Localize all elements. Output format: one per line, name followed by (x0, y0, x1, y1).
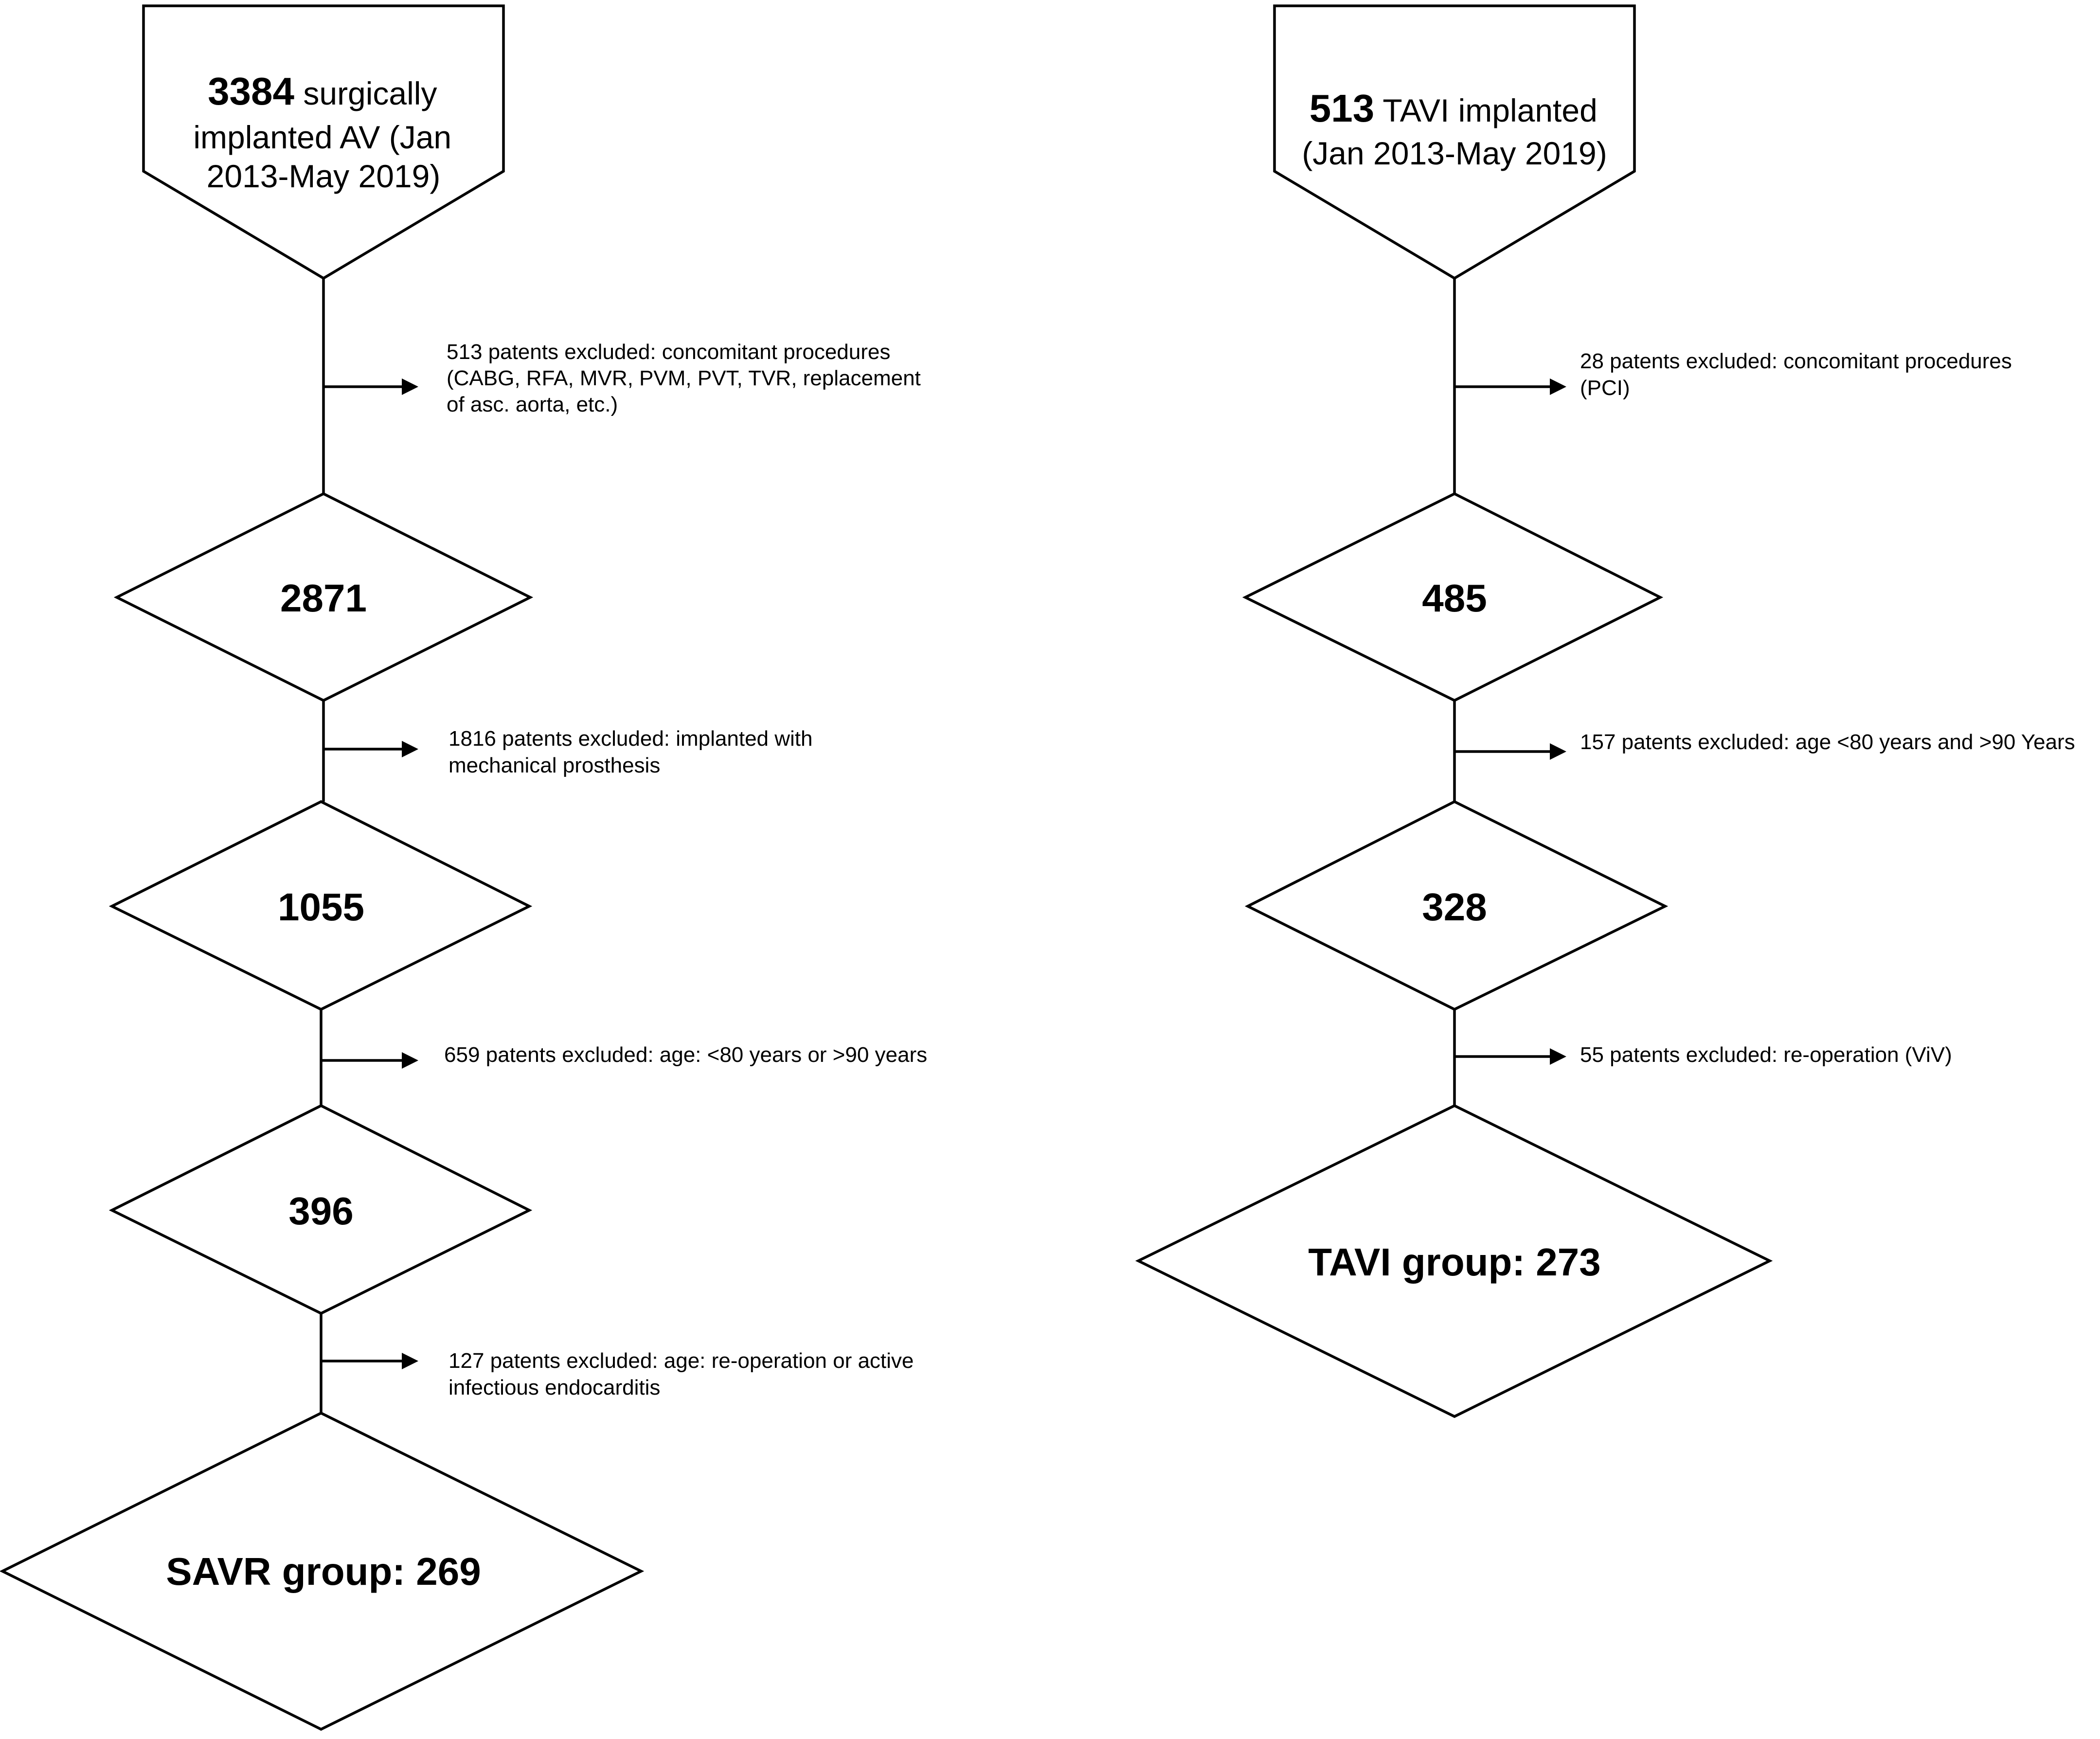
left-start-box (142, 4, 505, 280)
left-exclusion-4: 127 patents excluded: age: re-operation … (449, 1349, 920, 1399)
left-exclusion-2-line-1: 1816 patents excluded: implanted with (449, 727, 813, 751)
left-exclusion-2-arrowhead (402, 741, 418, 757)
right-exclusion-2-arrowhead (1550, 743, 1566, 760)
right-exclusion-1-line-1: 28 patents excluded: concomitant procedu… (1580, 349, 2012, 373)
left-start-label: 3384 surgically implanted AV (Jan 2013-M… (193, 70, 453, 194)
left-exclusion-4-line-1: 127 patents excluded: age: re-operation … (449, 1349, 914, 1373)
left-node-1-count: 2871 (280, 576, 367, 620)
right-start-line-2: (Jan 2013-May 2019) (1302, 135, 1607, 171)
left-exclusion-4-line-2: infectious endocarditis (449, 1376, 660, 1399)
left-exclusion-1: 513 patents excluded: concomitant proced… (447, 340, 927, 416)
left-start-line-3: 2013-May 2019) (207, 158, 441, 194)
right-exclusion-3: 55 patents excluded: re-operation (ViV) (1580, 1043, 1952, 1067)
left-start-line-1: surgically (294, 75, 437, 111)
right-start-label: 513 TAVI implanted (Jan 2013-May 2019) (1302, 87, 1607, 171)
left-node-2-count: 1055 (278, 885, 364, 929)
left-exclusion-1-line-2: (CABG, RFA, MVR, PVM, PVT, TVR, replacem… (447, 366, 921, 390)
right-exclusion-2: 157 patents excluded: age <80 years and … (1580, 730, 2075, 754)
right-exclusion-1-line-2: (PCI) (1580, 376, 1630, 400)
left-exclusion-2: 1816 patents excluded: implanted with me… (449, 727, 819, 777)
right-final-node (1135, 1104, 1773, 1418)
right-exclusion-1-arrowhead (1550, 378, 1566, 395)
left-exclusion-3: 659 patents excluded: age: <80 years or … (444, 1043, 927, 1067)
right-exclusion-3-arrowhead (1550, 1048, 1566, 1065)
right-exclusion-1: 28 patents excluded: concomitant procedu… (1580, 349, 2018, 400)
left-exclusion-4-arrowhead (402, 1353, 418, 1369)
left-exclusion-3-arrowhead (402, 1052, 418, 1069)
left-node-3-count: 396 (288, 1189, 353, 1233)
right-exclusion-2-line-1: 157 patents excluded: age <80 years and … (1580, 730, 2075, 754)
right-start-count: 513 (1310, 87, 1374, 130)
right-start-line-1: TAVI implanted (1374, 92, 1597, 128)
right-exclusion-3-line-1: 55 patents excluded: re-operation (ViV) (1580, 1043, 1952, 1067)
left-exclusion-2-line-2: mechanical prosthesis (449, 753, 660, 777)
left-final-label: SAVR group: 269 (166, 1550, 481, 1593)
left-exclusion-1-line-3: of asc. aorta, etc.) (447, 393, 618, 416)
right-node-2-count: 328 (1422, 885, 1487, 929)
left-exclusion-3-line-1: 659 patents excluded: age: <80 years or … (444, 1043, 927, 1067)
left-exclusion-1-arrowhead (402, 378, 418, 395)
right-node-1-count: 485 (1422, 576, 1487, 620)
left-start-line-2: implanted AV (Jan (193, 119, 451, 155)
left-exclusion-1-line-1: 513 patents excluded: concomitant proced… (447, 340, 890, 364)
right-start-box (1273, 4, 1636, 280)
left-final-node (0, 1411, 645, 1731)
right-final-label: TAVI group: 273 (1308, 1240, 1601, 1284)
left-start-count: 3384 (208, 70, 294, 113)
